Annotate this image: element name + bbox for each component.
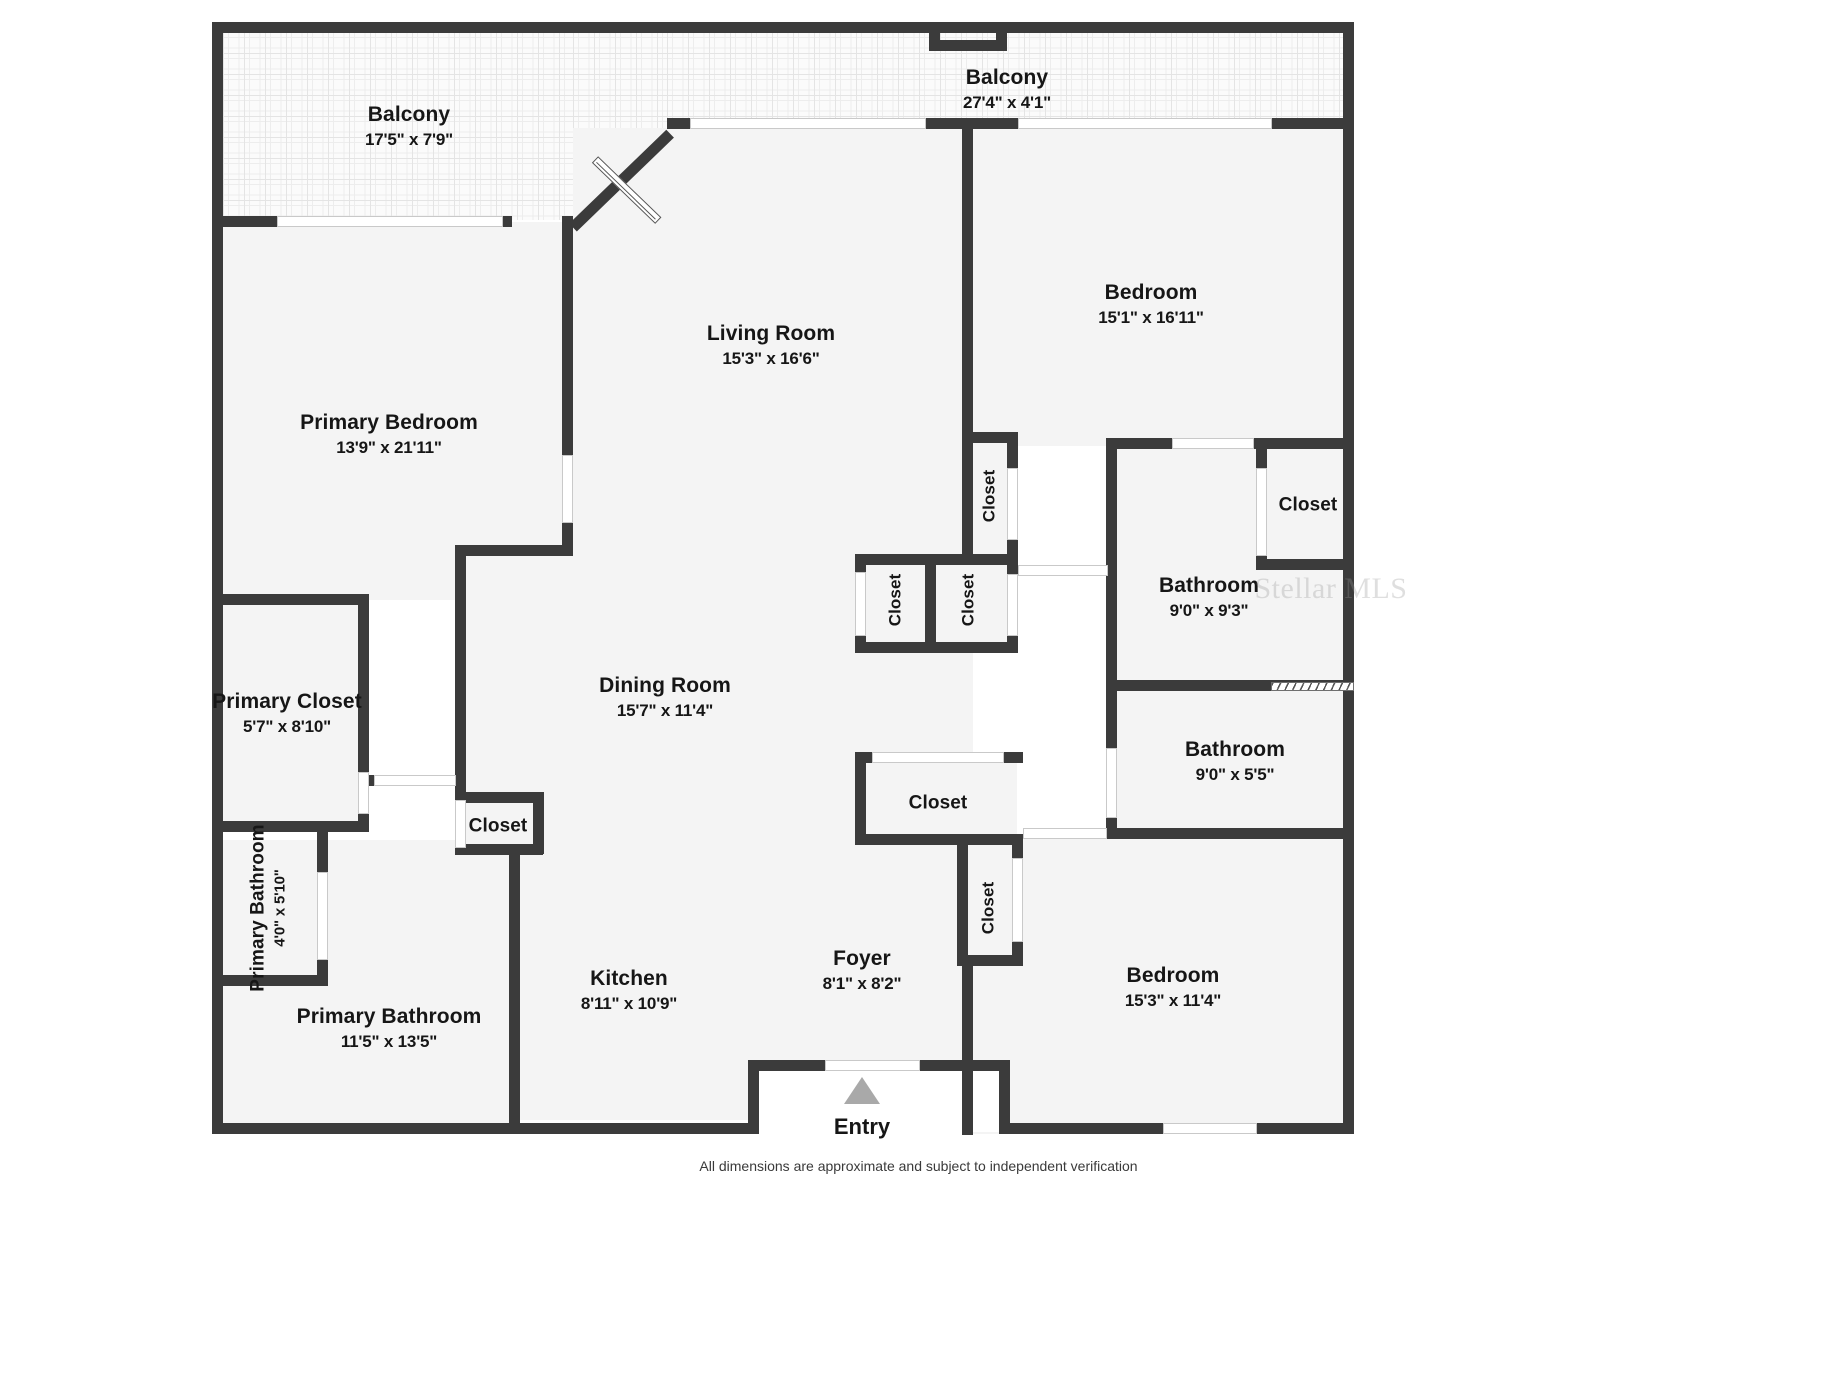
wall-closet-foyer-side-left [957, 834, 968, 966]
wall-bedroom-bottom-left [962, 955, 973, 1135]
bedroom-bottom-floor [973, 834, 1343, 1134]
wall-closet-hall-c-top [962, 432, 1018, 443]
door-primary-bathroom-sm[interactable] [317, 872, 328, 960]
primary-bedroom-floor-notch [455, 548, 573, 604]
door-closet-hall-c[interactable] [1007, 468, 1018, 540]
bathroom-lower-floor [1112, 686, 1344, 834]
wall-entry-right [999, 1060, 1010, 1134]
entry-arrow-icon [844, 1077, 880, 1104]
bedroom-top-right-floor [973, 128, 1343, 446]
closet-small-left-floor [460, 795, 542, 853]
door-closet-foyer-side[interactable] [1012, 858, 1023, 942]
disclaimer-text: All dimensions are approximate and subje… [699, 1158, 1138, 1174]
window-bathroom-upper-top [1172, 438, 1254, 449]
primary-bedroom-floor [223, 222, 573, 600]
door-closet-right-upper[interactable] [1256, 468, 1267, 556]
wall-primary-bedroom-right [562, 216, 573, 556]
wall-balcony-stub-top2 [929, 40, 1007, 51]
entry-label: Entry [833, 1114, 891, 1139]
window-bathroom-lower-hatched [1271, 682, 1354, 691]
wall-primary-closet-bottom [212, 821, 369, 832]
kitchen-floor [518, 860, 748, 1120]
window-balcony-left-bottom [277, 216, 503, 227]
wall-primary-closet-top [212, 594, 369, 605]
closet-foyer-floor [860, 757, 1017, 839]
wall-closet-foyer-bottom [855, 834, 1023, 845]
wall-outer-bottom-left [212, 1123, 749, 1134]
door-closet-small-left[interactable] [455, 800, 466, 848]
wall-closet-small-left-right [533, 792, 544, 854]
door-closet-hall-a[interactable] [855, 572, 866, 636]
wall-closet-foyer-side-bottom [957, 955, 1023, 966]
door-closet-foyer[interactable] [872, 752, 1004, 763]
wall-kitchen-left [509, 844, 520, 1134]
wall-outer-top [212, 22, 1354, 33]
wall-bathroom-lower-bottom [1106, 828, 1354, 839]
wall-closet-small-left-top [455, 792, 543, 803]
wall-living-right [962, 118, 973, 443]
wall-closet-hall-row-top [855, 554, 1018, 565]
wall-closet-hall-c-left [962, 432, 973, 560]
wall-balcony-top-inner [667, 118, 1354, 129]
balcony-left-floor-wedge [573, 32, 667, 128]
door-bathroom-upper-hall[interactable] [1018, 565, 1108, 576]
wall-closet-small-left-bottom [455, 844, 543, 855]
door-closet-hall-b[interactable] [1007, 574, 1018, 636]
closet-hall-c-floor [968, 432, 1014, 560]
wall-closet-right-upper-bottom [1256, 559, 1354, 570]
primary-closet-floor [223, 600, 368, 828]
wall-primary-bath-sm-bottom [212, 975, 328, 986]
wall-balcony-stub-top [929, 22, 940, 50]
door-primary-closet[interactable] [358, 772, 369, 814]
wall-primary-bedroom-hall-left [455, 545, 466, 800]
closet-hall-a-floor [860, 560, 932, 650]
door-front-entry[interactable] [825, 1060, 920, 1071]
door-primary-bedroom[interactable] [562, 455, 573, 523]
wall-bathroom-upper-left [1106, 438, 1117, 686]
wall-primary-bedroom-bottom [455, 545, 573, 556]
balcony-left-floor [223, 32, 573, 220]
wall-primary-closet-right [358, 594, 369, 832]
door-primary-hall[interactable] [374, 775, 456, 786]
wall-entry-left [748, 1060, 759, 1134]
window-bedroom-bottom [1163, 1123, 1257, 1134]
wall-outer-right [1343, 22, 1354, 1134]
closet-right-upper-floor [1262, 444, 1344, 566]
wall-closet-foyer-left [855, 752, 866, 844]
door-bedroom-balcony-top [1018, 118, 1272, 129]
door-bedroom-bottom-hall[interactable] [1023, 828, 1107, 839]
wall-balcony-stub-top3 [996, 22, 1007, 50]
wall-closet-hall-row-bottom [855, 642, 1018, 653]
wall-closet-hall-ab-divider [925, 554, 936, 653]
wall-outer-left [212, 22, 223, 1134]
door-bathroom-lower[interactable] [1106, 748, 1117, 818]
closet-hall-b-floor [936, 560, 1014, 650]
door-living-balcony-top [690, 118, 926, 129]
wall-bathroom-upper-bottom [1106, 680, 1354, 691]
